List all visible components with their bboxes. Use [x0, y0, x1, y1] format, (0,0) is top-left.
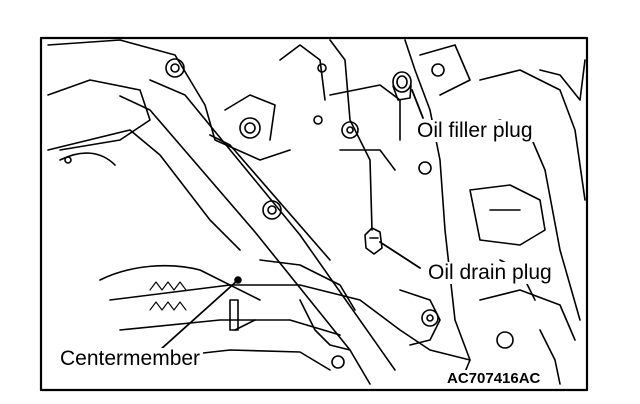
oil-drain-plug-leader	[379, 241, 421, 269]
oil-drain-plug-label: Oil drain plug	[425, 262, 555, 284]
centermember-leader	[159, 279, 239, 351]
oil-filler-plug-leader	[411, 89, 424, 119]
body-outline	[47, 39, 291, 161]
centermember-beam-edge	[119, 95, 371, 385]
oil-drain-plug-part	[364, 227, 383, 255]
oil-filler-plug-label: Oil filler plug	[414, 120, 536, 142]
centermember-label: Centermember	[57, 348, 204, 370]
figure-frame	[39, 36, 589, 392]
figure-code: AC707416AC	[445, 370, 543, 387]
case-outline	[329, 39, 373, 231]
oil-filler-plug-part	[392, 71, 412, 101]
